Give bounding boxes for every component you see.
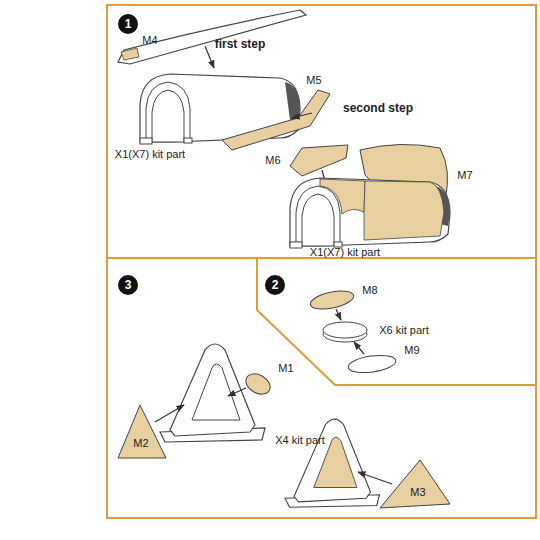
step-number-text: 3 [118,275,138,295]
part-label: M6 [265,154,280,167]
step-label: second step [343,101,413,115]
part-label: M2 [133,437,148,450]
part-label: M7 [457,169,472,182]
part-label: M9 [404,344,419,357]
part-label: X4 kit part [275,434,325,447]
part-label: X1(X7) kit part [115,148,185,161]
part-label: M8 [362,284,377,297]
part-label: M1 [278,362,293,375]
step-label: first step [215,37,266,51]
step-number: 2 [265,275,285,295]
step-number: 3 [118,275,138,295]
part-label: M3 [410,486,425,499]
step-number-text: 1 [118,14,138,34]
part-label: X1(X7) kit part [310,246,380,259]
part-label: X6 kit part [379,324,429,337]
part-label: M5 [306,74,321,87]
part-label: M4 [142,34,157,47]
step-number: 1 [118,14,138,34]
step-number-text: 2 [265,275,285,295]
